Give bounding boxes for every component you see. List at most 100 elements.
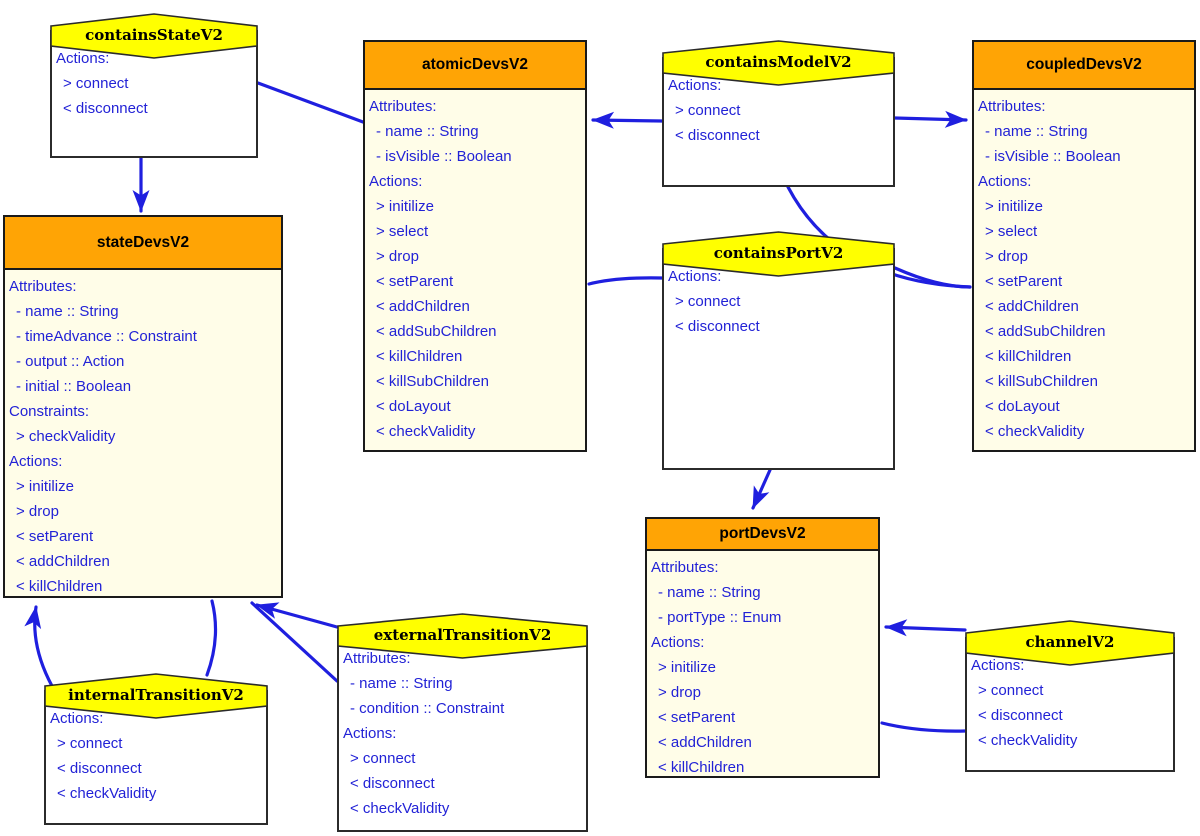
section-label: Actions:	[343, 725, 397, 742]
node-title: atomicDevsV2	[422, 56, 528, 73]
member-row: > connect	[675, 102, 741, 119]
member-row: > connect	[978, 682, 1044, 699]
member-row: > initilize	[985, 198, 1043, 215]
member-row: < killChildren	[985, 348, 1072, 365]
section-label: Actions:	[978, 173, 1032, 190]
member-row: < addChildren	[658, 734, 752, 751]
member-row: > connect	[675, 293, 741, 310]
member-row: > connect	[350, 750, 416, 767]
node-title: externalTransitionV2	[373, 626, 552, 644]
node-title: channelV2	[1025, 633, 1115, 651]
member-row: < killSubChildren	[376, 373, 489, 390]
member-row: - name :: String	[16, 303, 119, 320]
member-row: < checkValidity	[350, 800, 450, 817]
node-body: Actions: > connect < disconnect < checkVali…	[46, 692, 266, 806]
member-row: < checkValidity	[985, 423, 1085, 440]
member-row: < disconnect	[350, 775, 435, 792]
member-row: - portType :: Enum	[658, 609, 782, 626]
edge-internalTransitionV2-stateDevsV2[interactable]	[24, 605, 54, 688]
edge-externalTransitionV2-stateDevsV2[interactable]	[255, 602, 339, 629]
edge-channelV2-portDevsV2-lower[interactable]	[880, 721, 967, 733]
section-label: Attributes:	[369, 98, 437, 115]
relationship-header-hexagon	[662, 231, 895, 277]
section-label: Actions:	[668, 268, 722, 285]
section-label: Actions:	[369, 173, 423, 190]
member-row: > drop	[658, 684, 701, 701]
member-row: > connect	[63, 75, 129, 92]
edge-containsPortV2-atomicDevsV2[interactable]	[587, 276, 664, 286]
member-row: > initilize	[658, 659, 716, 676]
node-title: stateDevsV2	[96, 233, 190, 251]
entity-header: coupledDevsV2	[974, 42, 1194, 90]
member-row: < checkValidity	[376, 423, 476, 440]
edge-containsPortV2-coupledDevsV2[interactable]	[893, 266, 972, 289]
node-body: Actions: > connect < disconnect	[52, 32, 256, 121]
section-label: Actions:	[56, 50, 110, 67]
member-row: > select	[376, 223, 429, 240]
node-body: Attributes:- name :: String- portType ::…	[647, 551, 878, 780]
member-row: < checkValidity	[57, 785, 157, 802]
node-title: portDevsV2	[719, 525, 806, 542]
member-row: < disconnect	[63, 100, 148, 117]
section-label: Attributes:	[9, 278, 77, 295]
member-row: > checkValidity	[16, 428, 116, 445]
member-row: < killChildren	[376, 348, 463, 365]
node-title: internalTransitionV2	[68, 686, 244, 704]
edge-channelV2-portDevsV2[interactable]	[884, 619, 967, 637]
member-row: < killChildren	[16, 578, 103, 595]
member-row: - name :: String	[658, 584, 761, 601]
section-label: Actions:	[9, 453, 63, 470]
member-row: - output :: Action	[16, 353, 125, 370]
section-label: Actions:	[50, 710, 104, 727]
section-label: Actions:	[668, 77, 722, 94]
member-row: < killChildren	[658, 759, 745, 776]
edge-containsModelV2-coupledDevsV2[interactable]	[893, 110, 968, 128]
edge-containsModelV2-atomicDevsV2[interactable]	[591, 111, 664, 129]
relationship-header-hexagon	[965, 620, 1175, 666]
member-row: > drop	[16, 503, 59, 520]
member-row: - timeAdvance :: Constraint	[16, 328, 197, 345]
member-row: < addChildren	[985, 298, 1079, 315]
edge-containsStateV2-atomicDevsV2[interactable]	[256, 81, 365, 124]
node-body: Actions:> connect< disconnect	[664, 250, 893, 339]
edge-internalTransitionV2-stateDevsV2-right[interactable]	[205, 599, 218, 677]
member-row: < disconnect	[978, 707, 1063, 724]
edge-containsPortV2-portDevsV2[interactable]	[751, 468, 772, 510]
member-row: - name :: String	[376, 123, 479, 140]
node-title: containsPortV2	[713, 244, 844, 262]
member-row: < addSubChildren	[985, 323, 1106, 340]
member-row: > initilize	[376, 198, 434, 215]
member-row: > connect	[57, 735, 123, 752]
member-row: < setParent	[985, 273, 1063, 290]
section-label: Attributes:	[978, 98, 1046, 115]
member-row: < setParent	[16, 528, 94, 545]
edge-externalTransitionV2-stateDevsV2-lower[interactable]	[250, 601, 339, 683]
member-row: > drop	[985, 248, 1028, 265]
member-row: < addChildren	[376, 298, 470, 315]
entity-header: stateDevsV2	[5, 217, 281, 270]
node-body: Attributes:- name :: String- condition :…	[339, 632, 586, 821]
node-title: containsStateV2	[85, 26, 223, 44]
member-row: > select	[985, 223, 1038, 240]
section-label: Actions:	[651, 634, 705, 651]
member-row: < setParent	[658, 709, 736, 726]
member-row: - initial :: Boolean	[16, 378, 132, 395]
member-row: < doLayout	[376, 398, 451, 415]
member-row: < disconnect	[57, 760, 142, 777]
node-body: Attributes:- name :: String- isVisible :…	[974, 90, 1194, 444]
member-row: - name :: String	[985, 123, 1088, 140]
member-row: > initilize	[16, 478, 74, 495]
member-row: - condition :: Constraint	[350, 700, 505, 717]
